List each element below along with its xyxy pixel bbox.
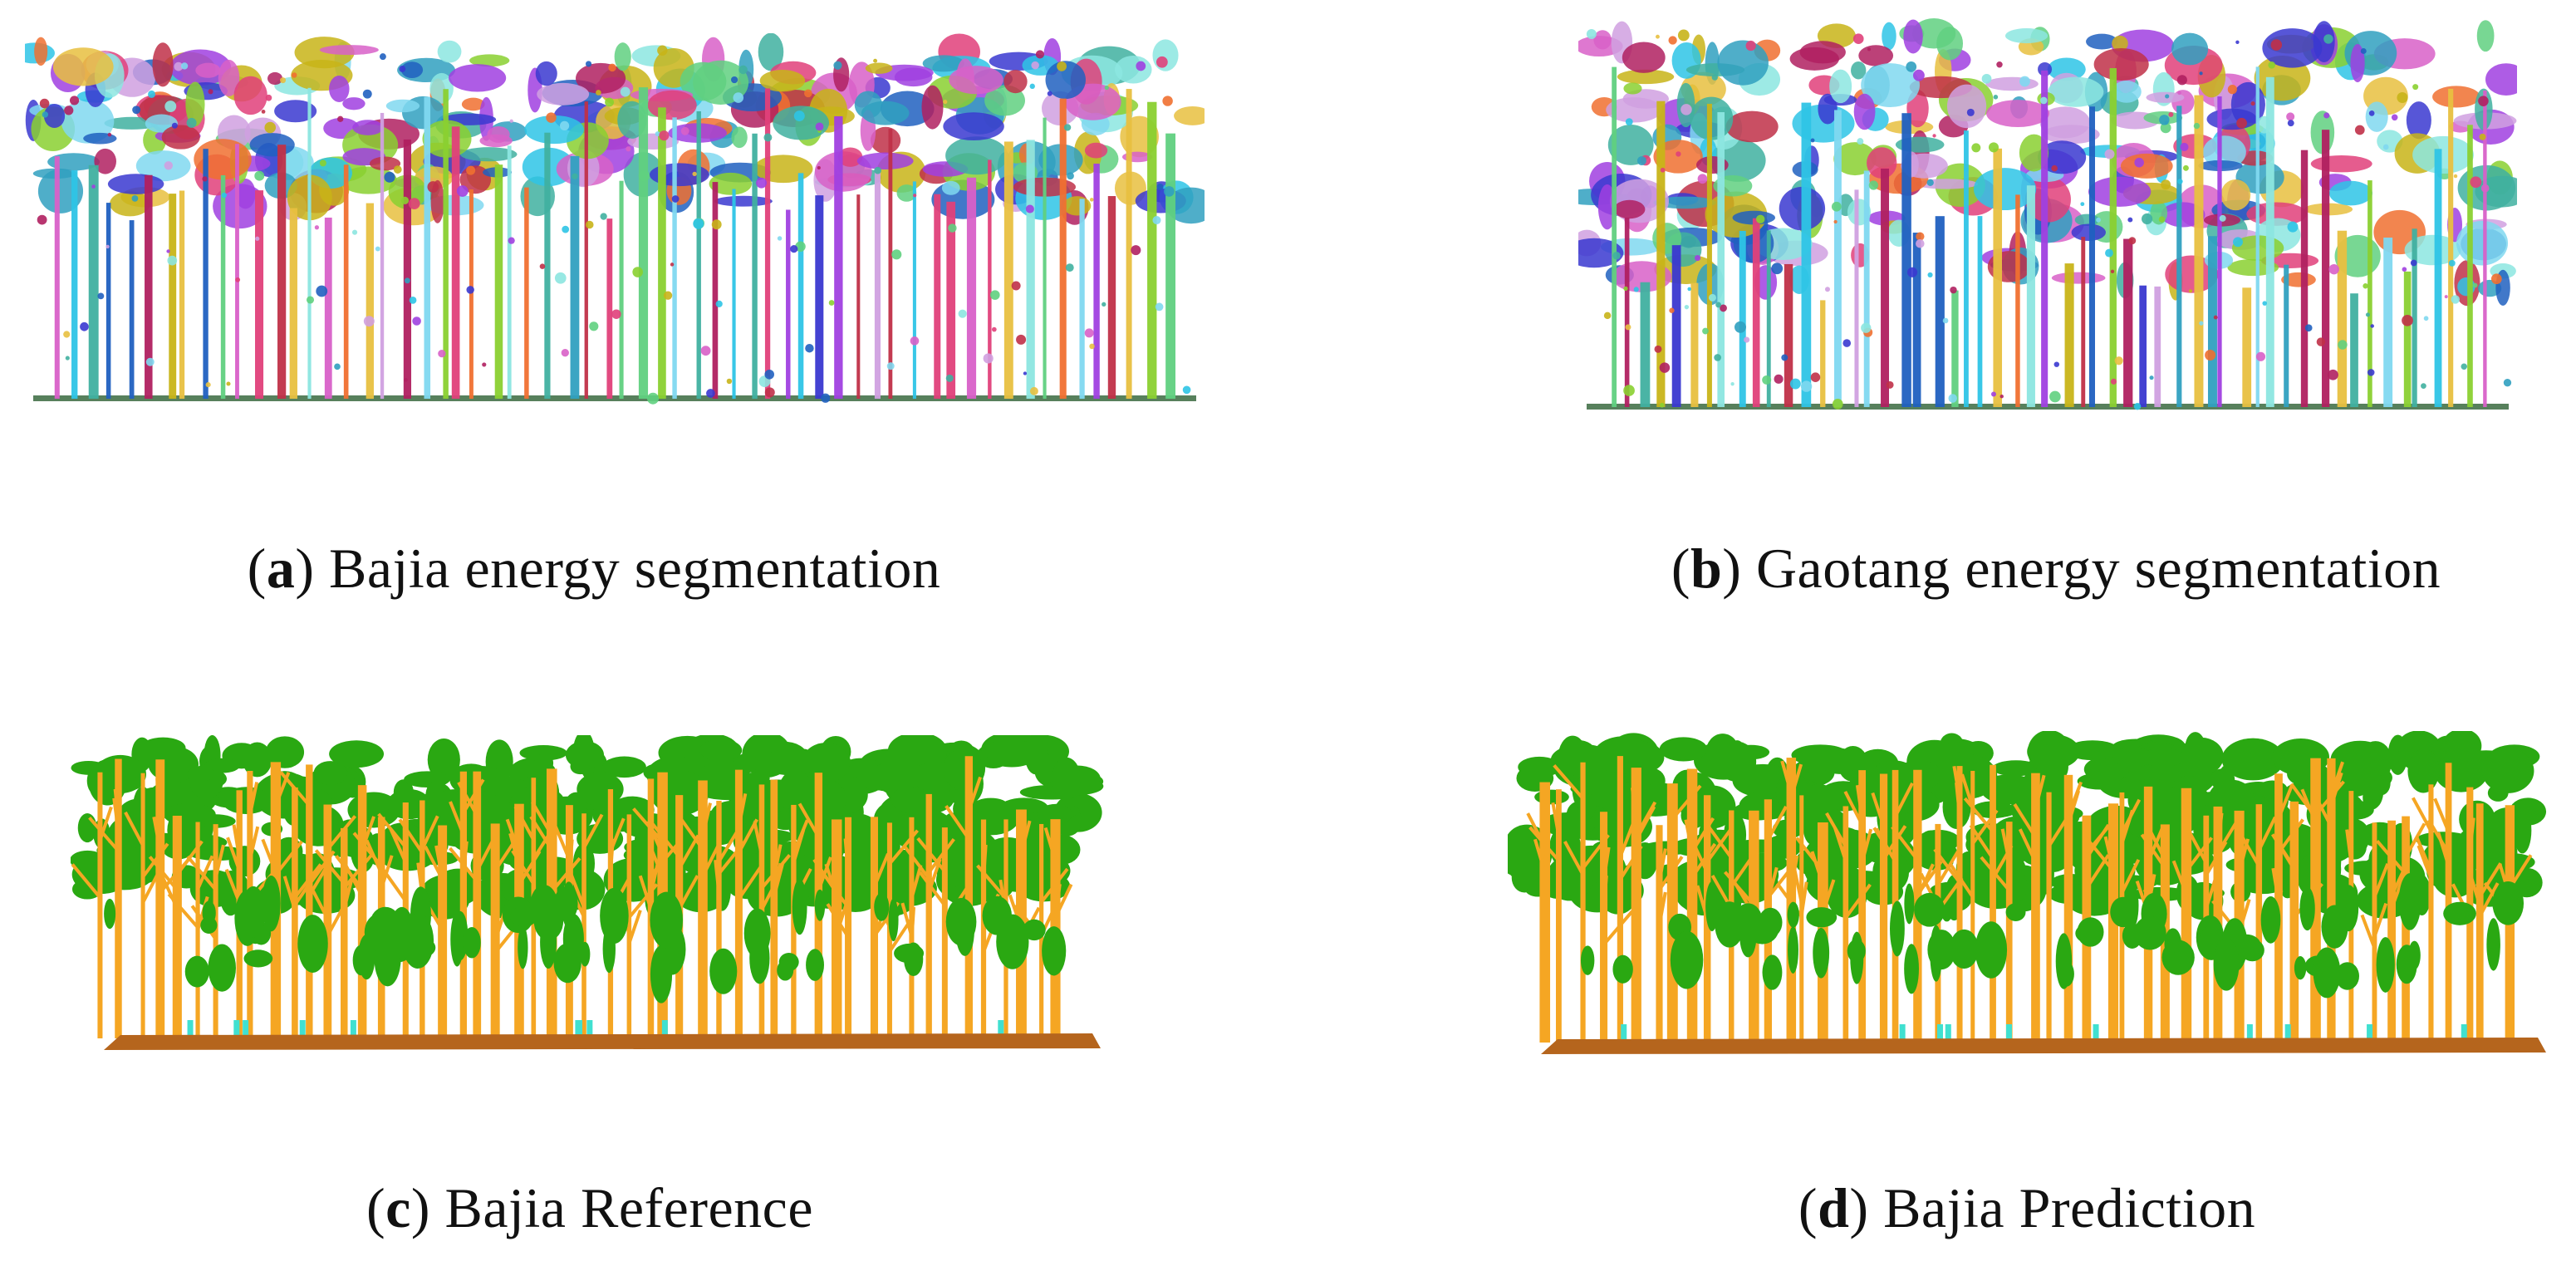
gaotang-energy-segmentation-pointcloud [1578, 18, 2517, 410]
panel-d-image [1508, 731, 2563, 1063]
panel-b-image [1578, 17, 2517, 424]
caption-c: (c) Bajia Reference [366, 1176, 814, 1239]
bajia-energy-segmentation-pointcloud [25, 33, 1205, 405]
caption-b: (b) Gaotang energy segmentation [1671, 537, 2441, 600]
panel-a-image [25, 33, 1205, 415]
bajia-prediction-pointcloud [1508, 731, 2547, 1054]
panel-c-image [71, 735, 1117, 1059]
caption-d: (d) Bajia Prediction [1798, 1176, 2256, 1239]
caption-a: (a) Bajia energy segmentation [247, 537, 941, 600]
bajia-reference-pointcloud [71, 735, 1104, 1050]
